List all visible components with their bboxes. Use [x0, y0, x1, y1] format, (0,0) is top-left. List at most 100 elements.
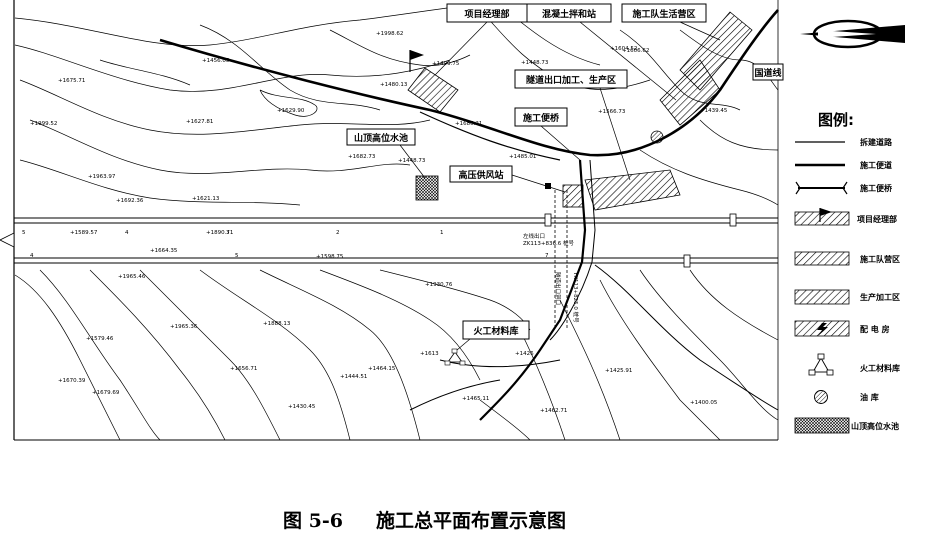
svg-text:+1462.71: +1462.71: [540, 408, 567, 414]
label-reservoir: 山顶高位水池: [346, 128, 426, 179]
svg-text:+1656.71: +1656.71: [230, 366, 257, 372]
svg-text:+1604.52: +1604.52: [610, 46, 637, 52]
national-road: [0, 217, 778, 264]
svg-text:+1627.81: +1627.81: [186, 119, 213, 125]
svg-text:+1675.71: +1675.71: [58, 78, 85, 84]
svg-text:+1606.62: +1606.62: [622, 48, 649, 54]
svg-text:+1682.73: +1682.73: [348, 154, 376, 160]
svg-text:+1425.91: +1425.91: [605, 368, 632, 374]
svg-text:山顶高位水池: 山顶高位水池: [851, 421, 899, 431]
elevation-points: +1998.62 +1456.05 +1499.75 +1675.71 +162…: [30, 31, 728, 414]
explosive-depot-icon: [444, 348, 466, 366]
svg-text:+1426: +1426: [515, 351, 534, 357]
svg-text:+1664.35: +1664.35: [150, 248, 178, 254]
svg-text:施工便桥: 施工便桥: [860, 183, 893, 193]
bridge-symbols: [544, 213, 737, 268]
svg-text:+1888.13: +1888.13: [263, 321, 291, 327]
svg-text:配 电 房: 配 电 房: [860, 324, 890, 334]
label-team-camp: 施工队生活营区: [621, 3, 721, 41]
svg-text:+1679.69: +1679.69: [92, 390, 120, 396]
figure-caption: 图 5-6 施工总平面布置示意图: [283, 509, 566, 532]
svg-text:ZK113+836.6 桩号: ZK113+836.6 桩号: [523, 239, 574, 247]
svg-text:+1579.46: +1579.46: [86, 336, 114, 342]
svg-text:项目经理部: 项目经理部: [857, 214, 897, 224]
svg-text:+1439.45: +1439.45: [700, 108, 728, 114]
svg-text:油 库: 油 库: [860, 392, 879, 402]
svg-text:+1480.13: +1480.13: [380, 82, 408, 88]
svg-text:4: 4: [30, 253, 34, 259]
svg-text:+1999.52: +1999.52: [30, 121, 57, 127]
svg-text:施工总平面布置示意图: 施工总平面布置示意图: [376, 509, 566, 532]
svg-text:+1499.75: +1499.75: [432, 61, 460, 67]
label-explosive: 火工材料库: [456, 320, 530, 351]
svg-text:+1464.15: +1464.15: [368, 366, 396, 372]
map-labels: 项目经理部 混凝土拌和站 施工队生活营区 隧道出口加工、生产区 施工便桥 山顶高…: [346, 3, 784, 351]
svg-text:4: 4: [125, 230, 129, 236]
svg-text:施工队营区: 施工队营区: [860, 254, 900, 264]
svg-text:1: 1: [440, 230, 444, 236]
svg-text:高压供风站: 高压供风站: [458, 169, 503, 181]
svg-text:+1686.21: +1686.21: [455, 121, 482, 127]
label-mix-station: 混凝土拌和站: [526, 3, 677, 101]
svg-text:+1598.75: +1598.75: [316, 254, 344, 260]
svg-text:+1621.13: +1621.13: [192, 196, 220, 202]
svg-text:拆建道路: 拆建道路: [860, 137, 893, 147]
hv-fan-station-area: [562, 184, 584, 208]
svg-text:生产加工区: 生产加工区: [860, 292, 900, 302]
svg-text:+1456.05: +1456.05: [202, 58, 230, 64]
svg-text:+1890.71: +1890.71: [206, 230, 233, 236]
svg-text:+1400.05: +1400.05: [690, 400, 718, 406]
svg-text:火工材料库: 火工材料库: [860, 363, 900, 373]
svg-text:施工便桥: 施工便桥: [523, 112, 560, 124]
label-road-name: 国道线: [752, 63, 784, 81]
svg-text:3: 3: [226, 230, 230, 236]
label-hv-fan: 高压供风站: [449, 165, 566, 193]
svg-text:+1670.39: +1670.39: [58, 378, 86, 384]
svg-text:7: 7: [545, 253, 549, 259]
svg-text:5: 5: [22, 230, 26, 236]
svg-text:+1448.73: +1448.73: [521, 60, 549, 66]
legend: 图例: 拆建道路 施工便道 施工便桥 项目经理部 施工队营区 生产加工区 配 电…: [794, 111, 900, 434]
facility-areas: [407, 11, 753, 366]
svg-text:+1485.01: +1485.01: [509, 154, 536, 160]
svg-text:+1965.46: +1965.46: [118, 274, 146, 280]
map-frame: [13, 0, 779, 441]
svg-text:左线出口: 左线出口: [523, 232, 545, 240]
project-dept-area: [407, 67, 459, 113]
oil-depot-icon: [650, 130, 664, 144]
svg-text:YK113+825.0 桩号: YK113+825.0 桩号: [572, 271, 580, 323]
svg-text:+1430.45: +1430.45: [288, 404, 316, 410]
svg-text:+1465.11: +1465.11: [462, 396, 489, 402]
svg-text:施工队生活营区: 施工队生活营区: [632, 8, 695, 20]
svg-text:隧道出口洞口: 隧道出口洞口: [554, 272, 562, 305]
svg-text:+1444.51: +1444.51: [340, 374, 367, 380]
svg-text:+1998.62: +1998.62: [376, 31, 403, 37]
svg-text:山顶高位水池: 山顶高位水池: [354, 132, 408, 144]
label-project-dept: 项目经理部: [434, 3, 528, 76]
svg-text:混凝土拌和站: 混凝土拌和站: [542, 8, 596, 20]
team-camp-area-2: [659, 59, 721, 126]
svg-text:+1965.36: +1965.36: [170, 324, 198, 330]
svg-text:国道线: 国道线: [754, 67, 781, 79]
svg-text:+1589.57: +1589.57: [70, 230, 98, 236]
svg-text:5: 5: [235, 253, 239, 259]
svg-text:施工便道: 施工便道: [860, 160, 892, 170]
svg-text:火工材料库: 火工材料库: [473, 325, 518, 337]
svg-text:+1613: +1613: [420, 351, 439, 357]
svg-text:图例:: 图例:: [818, 111, 854, 129]
svg-text:+1692.36: +1692.36: [116, 198, 144, 204]
svg-text:图 5-6: 图 5-6: [283, 510, 343, 532]
production-area: [584, 169, 681, 211]
label-tunnel-area: 隧道出口加工、生产区: [514, 69, 631, 181]
svg-text:2: 2: [336, 230, 340, 236]
svg-text:+1930.76: +1930.76: [425, 282, 453, 288]
svg-text:+1629.90: +1629.90: [277, 108, 305, 114]
road-stations: 5 4 3 2 1 4 5 7: [22, 230, 549, 259]
north-arrow-icon: [800, 19, 905, 49]
svg-text:+1566.73: +1566.73: [598, 109, 626, 115]
svg-text:+1963.97: +1963.97: [88, 174, 116, 180]
svg-text:项目经理部: 项目经理部: [464, 8, 509, 20]
svg-text:+1448.73: +1448.73: [398, 158, 426, 164]
reservoir-area: [415, 175, 439, 201]
